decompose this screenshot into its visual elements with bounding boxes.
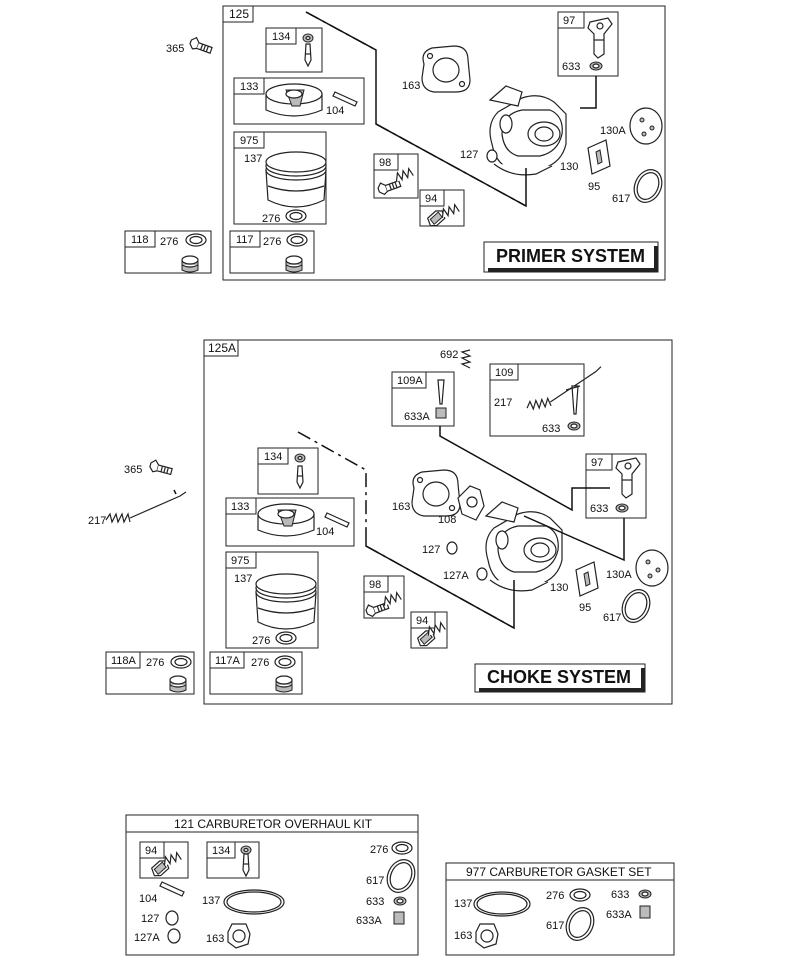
gasket-set-title: 977 CARBURETOR GASKET SET <box>466 865 652 879</box>
label-95: 95 <box>579 602 591 614</box>
label-109A: 109A <box>397 375 423 387</box>
label-95: 95 <box>588 181 600 193</box>
label-276-118: 276 <box>160 236 178 248</box>
kit-label-134: 134 <box>212 845 230 857</box>
primer-system-title: PRIMER SYSTEM <box>496 246 645 266</box>
set-label-137: 137 <box>454 898 472 910</box>
primer-system-section: 125 365 134 133 104 975 137 276 118 276 <box>124 5 668 281</box>
kit-label-633: 633 <box>366 896 384 908</box>
kit-label-137: 137 <box>202 895 220 907</box>
label-617: 617 <box>603 612 621 624</box>
choke-system-frame <box>203 339 673 705</box>
label-633A: 633A <box>404 411 430 423</box>
label-94: 94 <box>416 615 428 627</box>
label-98: 98 <box>369 579 381 591</box>
label-130A: 130A <box>606 569 632 581</box>
label-633: 633 <box>542 423 560 435</box>
label-276-117A: 276 <box>251 657 269 669</box>
label-276-118A: 276 <box>146 657 164 669</box>
label-163: 163 <box>402 80 420 92</box>
label-98: 98 <box>379 157 391 169</box>
label-163: 163 <box>392 501 410 513</box>
label-217: 217 <box>494 397 512 409</box>
primer-title-plate <box>483 241 659 273</box>
choke-system-section: 125A 692 365 217 109A 633A 109 217 633 1… <box>88 339 673 705</box>
label-118A: 118A <box>111 655 137 667</box>
kit-label-276: 276 <box>370 844 388 856</box>
label-633: 633 <box>562 61 580 73</box>
set-label-633A: 633A <box>606 909 632 921</box>
label-133: 133 <box>231 501 249 513</box>
label-130: 130 <box>560 161 578 173</box>
overhaul-kit-section: 121 CARBURETOR OVERHAUL KIT 94 134 276 6… <box>125 814 421 956</box>
label-109: 109 <box>495 367 513 379</box>
kit-label-633A: 633A <box>356 915 382 927</box>
label-97: 97 <box>591 457 603 469</box>
label-975: 975 <box>231 555 249 567</box>
gasket-set-frame <box>445 862 675 956</box>
choke-assembly-number: 125A <box>208 341 236 355</box>
label-108: 108 <box>438 514 456 526</box>
overhaul-kit-title: 121 CARBURETOR OVERHAUL KIT <box>174 817 373 831</box>
gasket-set-section: 977 CARBURETOR GASKET SET 276 633 137 63… <box>445 862 675 956</box>
set-label-617: 617 <box>546 920 564 932</box>
primer-system-frame <box>222 5 666 281</box>
set-label-633: 633 <box>611 889 629 901</box>
label-276-117: 276 <box>263 236 281 248</box>
label-137: 137 <box>234 573 252 585</box>
label-365: 365 <box>166 43 184 55</box>
label-134: 134 <box>272 31 290 43</box>
label-217-outside: 217 <box>88 515 106 527</box>
label-127A: 127A <box>443 570 469 582</box>
label-130: 130 <box>550 582 568 594</box>
label-692: 692 <box>440 349 458 361</box>
label-633-97: 633 <box>590 503 608 515</box>
label-617: 617 <box>612 193 630 205</box>
label-133: 133 <box>240 81 258 93</box>
label-276: 276 <box>252 635 270 647</box>
label-975: 975 <box>240 135 258 147</box>
kit-label-127: 127 <box>141 913 159 925</box>
label-117A: 117A <box>215 655 241 667</box>
label-104: 104 <box>316 526 334 538</box>
kit-label-104: 104 <box>139 893 157 905</box>
choke-system-title: CHOKE SYSTEM <box>487 667 631 687</box>
set-label-163: 163 <box>454 930 472 942</box>
label-94: 94 <box>425 193 437 205</box>
label-127: 127 <box>422 544 440 556</box>
label-118: 118 <box>131 234 149 246</box>
label-137: 137 <box>244 153 262 165</box>
label-97: 97 <box>563 15 575 27</box>
set-label-276: 276 <box>546 890 564 902</box>
label-365: 365 <box>124 464 142 476</box>
label-130A: 130A <box>600 125 626 137</box>
label-276: 276 <box>262 213 280 225</box>
label-117: 117 <box>236 234 254 246</box>
overhaul-kit-frame <box>125 814 419 956</box>
kit-label-617: 617 <box>366 875 384 887</box>
primer-assembly-number: 125 <box>229 7 249 21</box>
kit-label-163: 163 <box>206 933 224 945</box>
kit-label-94: 94 <box>145 845 157 857</box>
kit-label-127A: 127A <box>134 932 160 944</box>
label-104: 104 <box>326 105 344 117</box>
label-127: 127 <box>460 149 478 161</box>
label-134: 134 <box>264 451 282 463</box>
